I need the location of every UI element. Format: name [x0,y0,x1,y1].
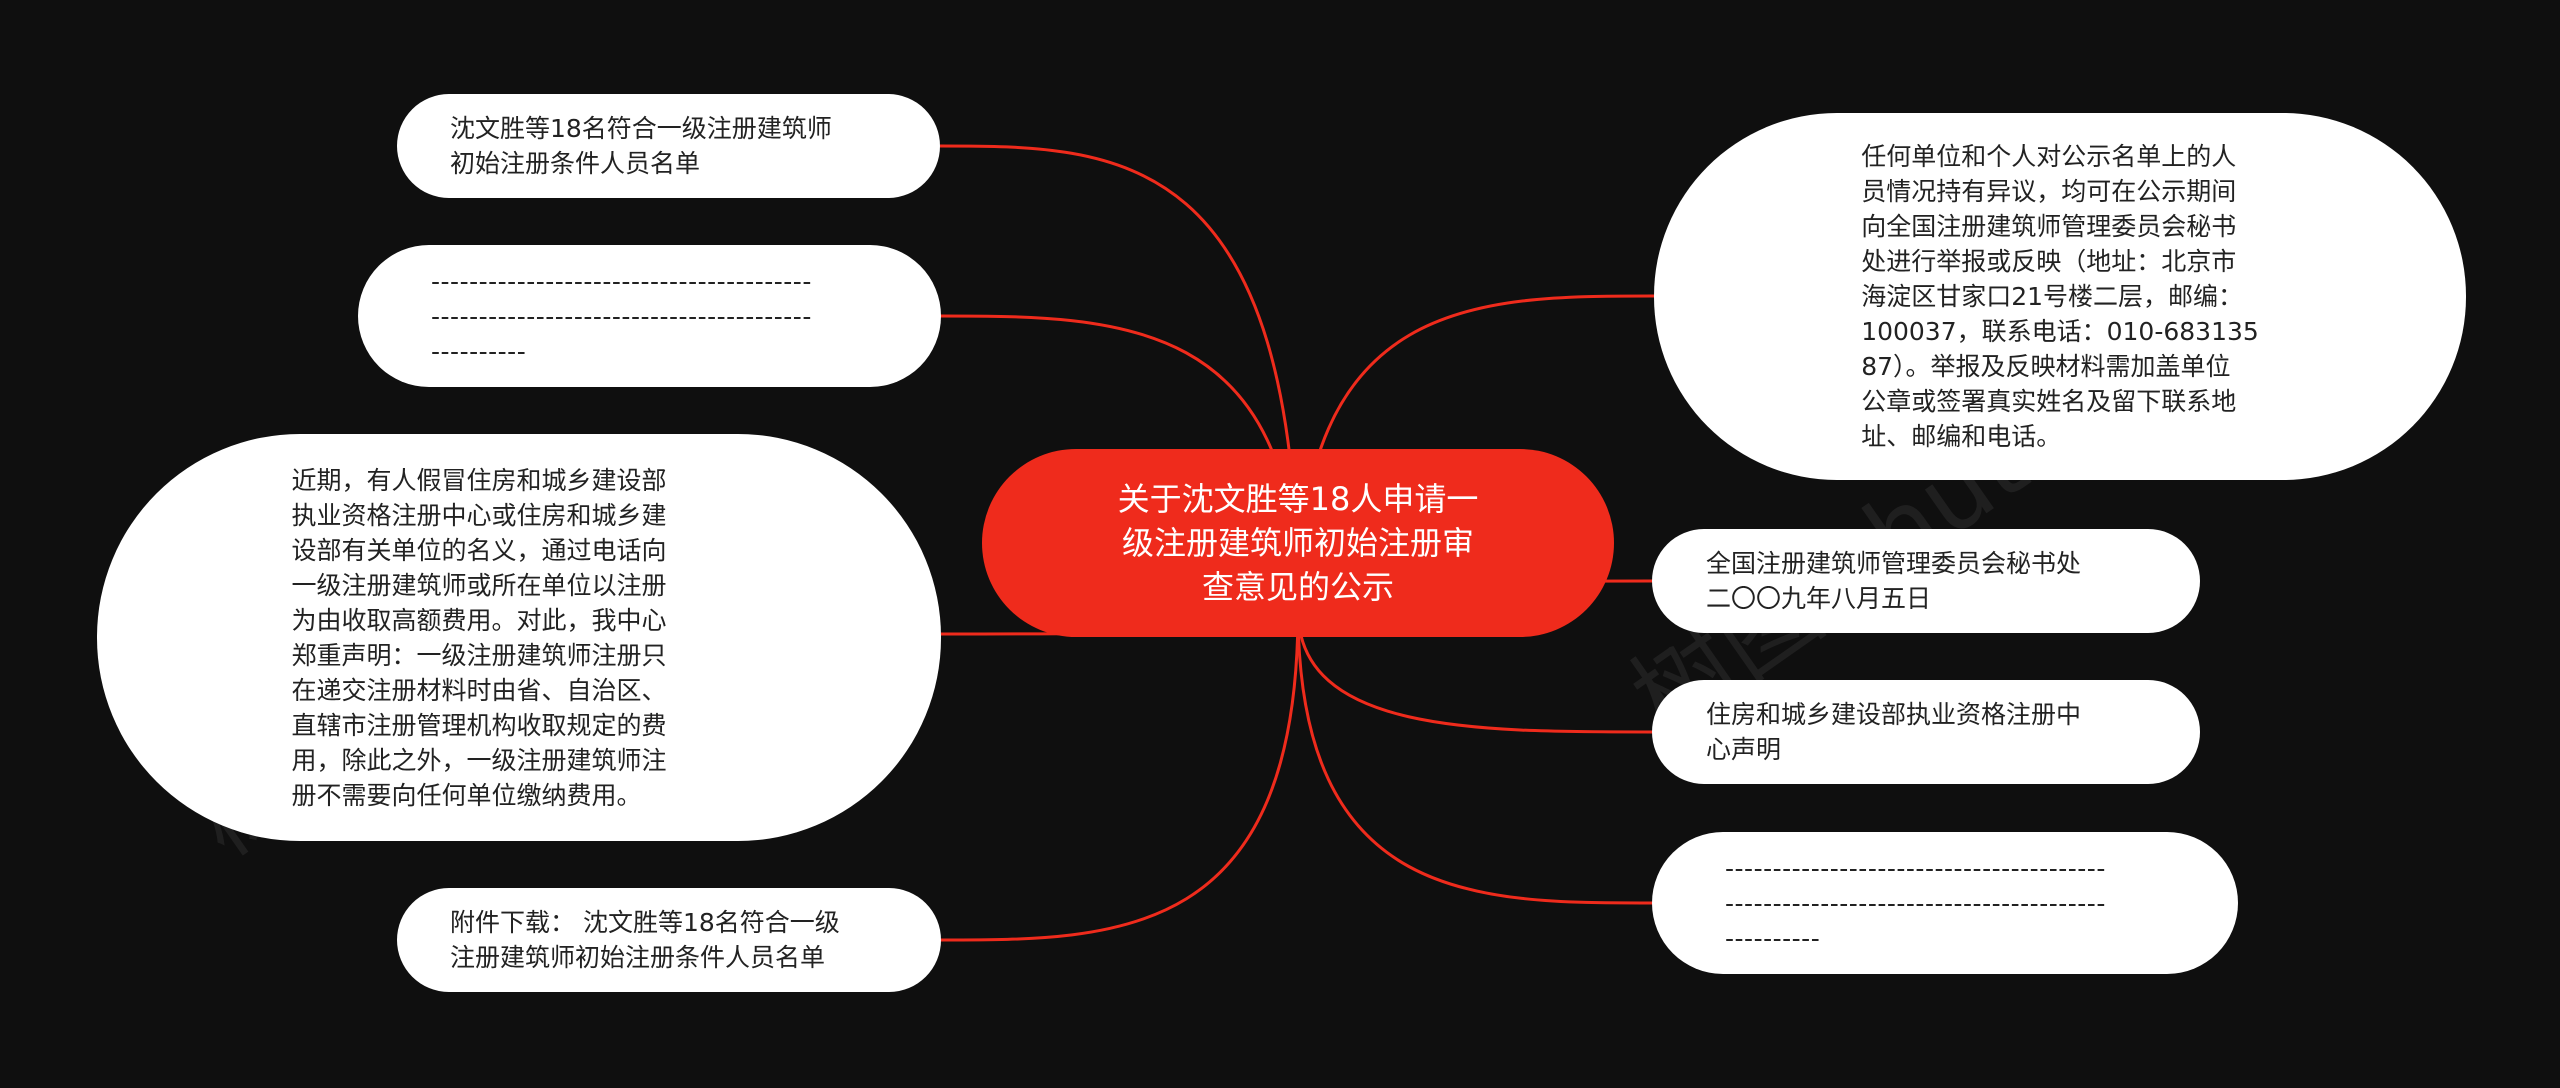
node-fraud-warning[interactable]: 近期，有人假冒住房和城乡建设部 执业资格注册中心或住房和城乡建 设部有关单位的名… [97,434,941,841]
node-text: 近期，有人假冒住房和城乡建设部 执业资格注册中心或住房和城乡建 设部有关单位的名… [291,465,667,810]
node-separator-right[interactable]: ----------------------------------------… [1652,832,2238,974]
link-attachment-download [940,609,1300,942]
central-topic[interactable]: 关于沈文胜等18人申请一 级注册建筑师初始注册审 查意见的公示 [982,449,1614,637]
central-topic-text: 关于沈文胜等18人申请一 级注册建筑师初始注册审 查意见的公示 [1117,480,1479,606]
node-text: ----------------------------------------… [1725,853,2106,953]
link-separator-right [1296,609,1653,905]
node-issuer-date[interactable]: 全国注册建筑师管理委员会秘书处 二〇〇九年八月五日 [1652,529,2200,633]
node-text: 附件下载： 沈文胜等18名符合一级 注册建筑师初始注册条件人员名单 [450,908,840,972]
node-text: ----------------------------------------… [431,266,812,366]
node-attachment-download[interactable]: 附件下载： 沈文胜等18名符合一级 注册建筑师初始注册条件人员名单 [397,888,941,992]
node-separator-left[interactable]: ----------------------------------------… [358,245,941,387]
link-applicant-list [939,144,1300,611]
node-text: 沈文胜等18名符合一级注册建筑师 初始注册条件人员名单 [450,114,832,178]
node-registration-center-statement[interactable]: 住房和城乡建设部执业资格注册中 心声明 [1652,680,2200,784]
node-objection-notice[interactable]: 任何单位和个人对公示名单上的人 员情况持有异议，均可在公示期间 向全国注册建筑师… [1654,113,2466,480]
link-registration-center-statement [1296,609,1653,734]
node-text: 任何单位和个人对公示名单上的人 员情况持有异议，均可在公示期间 向全国注册建筑师… [1861,142,2259,451]
node-text: 住房和城乡建设部执业资格注册中 心声明 [1706,700,2082,764]
node-text: 全国注册建筑师管理委员会秘书处 二〇〇九年八月五日 [1706,549,2082,613]
node-applicant-list[interactable]: 沈文胜等18名符合一级注册建筑师 初始注册条件人员名单 [397,94,940,198]
